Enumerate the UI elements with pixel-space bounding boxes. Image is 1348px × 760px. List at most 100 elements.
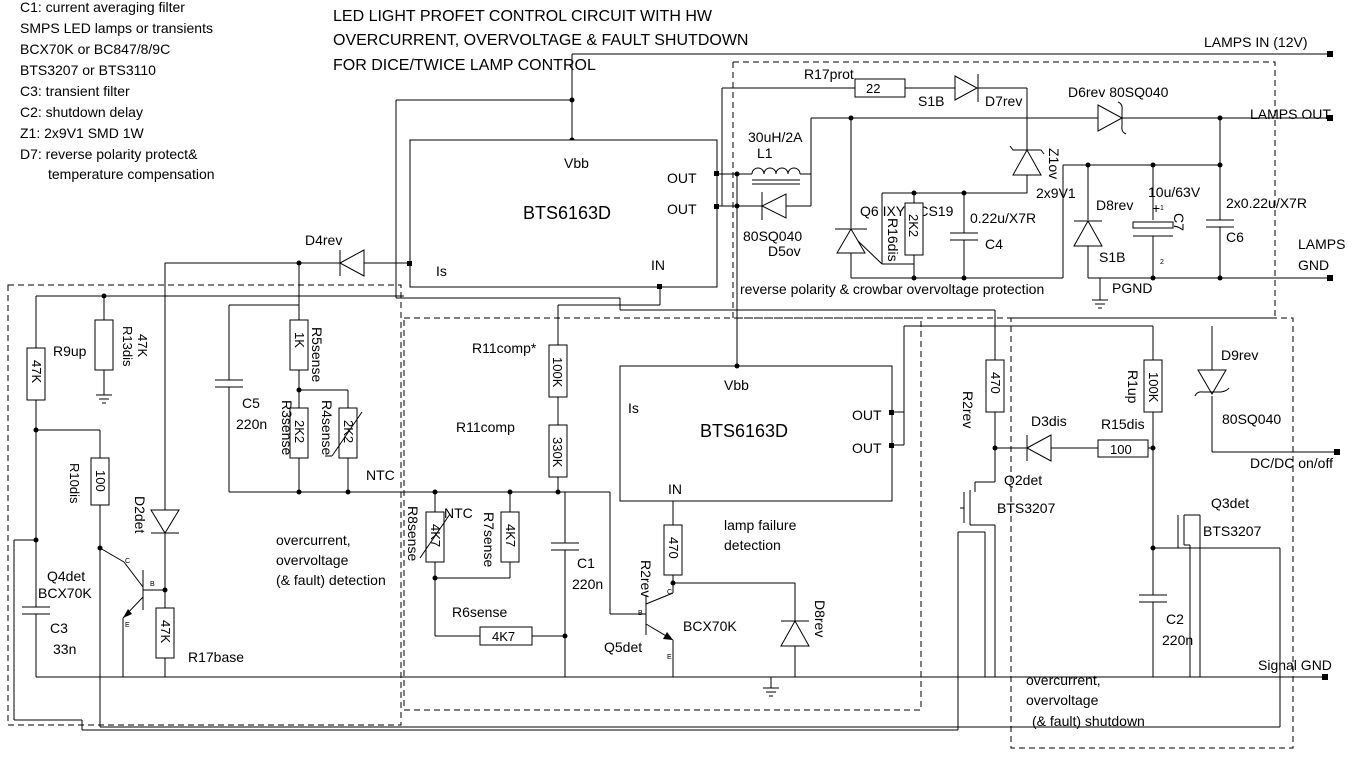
r3-name: R3sense	[279, 400, 295, 455]
r3-value: 2K2	[292, 420, 307, 443]
d9-value: 80SQ040	[1222, 411, 1281, 427]
r1up-name: R1up	[1125, 370, 1141, 404]
section-box-lamp-failure	[403, 317, 922, 711]
section-reverse-label: reverse polarity & crowbar overvoltage p…	[740, 281, 1044, 297]
q4-name: Q4det	[47, 568, 85, 584]
ic-top-in: IN	[651, 257, 665, 273]
diode-d8-right	[1073, 219, 1103, 278]
lamp-fail-text-2: detection	[724, 537, 781, 553]
c1-name: C1	[577, 555, 595, 571]
c6-name: C6	[1226, 229, 1244, 245]
q5-pin-b: B	[638, 610, 643, 617]
c5-name: C5	[242, 395, 260, 411]
r13-value: 47K	[135, 334, 150, 357]
c3-name: C3	[50, 620, 68, 636]
q3-name: Q3det	[1211, 495, 1249, 511]
r4-value: 2K2	[341, 420, 356, 443]
r4-name: R4sense	[319, 400, 335, 455]
note-line: SMPS LED lamps or transients	[20, 20, 213, 36]
r16-name: R16dis	[885, 218, 901, 262]
section-box-reverse	[732, 61, 1276, 319]
r8-value: 4K7	[428, 524, 443, 547]
r9-value: 47K	[29, 360, 44, 383]
c1-value: 220n	[572, 576, 603, 592]
capacitor-c7	[1132, 221, 1174, 229]
d8-right-name: D8rev	[1096, 197, 1133, 213]
c2-name: C2	[1166, 611, 1184, 627]
c6-value: 2x0.22u/X7R	[1226, 195, 1307, 211]
lamps-gnd-label-2: GND	[1298, 257, 1329, 273]
mosfet-q2det	[957, 481, 996, 730]
lamps-in-label: LAMPS IN (12V)	[1204, 34, 1307, 50]
d5-name: D5ov	[768, 243, 801, 259]
s1b-top-label: S1B	[918, 93, 944, 109]
r10-name: R10dis	[67, 463, 82, 504]
ic-top-name: BTS6163D	[523, 203, 611, 223]
transistor-q4	[99, 547, 165, 677]
d5-value: 80SQ040	[743, 228, 802, 244]
lamps-gnd-label-1: LAMPS	[1298, 236, 1345, 252]
ic-top-out2: OUT	[667, 201, 697, 217]
diode-d4	[338, 249, 365, 277]
ic-mid-name: BTS6163D	[700, 421, 788, 441]
d7-label: D7rev	[985, 93, 1022, 109]
title-line: FOR DICE/TWICE LAMP CONTROL	[333, 57, 596, 74]
l1-name: L1	[757, 145, 773, 161]
q4-pin-b: B	[150, 581, 155, 588]
diode-d6	[1097, 101, 1127, 135]
r5-name: R5sense	[309, 327, 325, 382]
q2-name: Q2det	[1004, 472, 1042, 488]
d3-label: D3dis	[1031, 413, 1067, 429]
ic-top-is: Is	[436, 263, 447, 279]
r11b-value: 330K	[550, 437, 565, 468]
diagram-title: LED LIGHT PROFET CONTROL CIRCUIT WITH HW…	[333, 8, 748, 74]
resistor-r13dis	[94, 319, 114, 371]
diode-d9rev	[1194, 369, 1230, 397]
s1b-right-label: S1B	[1099, 249, 1125, 265]
title-line: OVERCURRENT, OVERVOLTAGE & FAULT SHUTDOW…	[333, 32, 748, 49]
detection-text-1: overcurrent,	[276, 532, 351, 548]
note-line: D7: reverse polarity protect&	[20, 146, 198, 162]
diode-d2det	[150, 509, 180, 534]
ic-top-vbb: Vbb	[564, 155, 589, 171]
detection-text-3: (& fault) detection	[276, 572, 386, 588]
r6-name: R6sense	[452, 604, 507, 620]
lamps-out-label: LAMPS OUT	[1250, 106, 1331, 122]
note-line: C1: current averaging filter	[20, 0, 185, 15]
note-line: BTS3207 or BTS3110	[20, 62, 156, 78]
lamps-in-terminal	[1327, 51, 1333, 57]
r8-name: R8sense	[405, 506, 421, 561]
c4-value: 0.22u/X7R	[970, 210, 1036, 226]
ic-mid-bts6163d: BTS6163D Vbb OUT OUT Is IN	[619, 365, 894, 502]
inductor-l1	[737, 167, 811, 185]
r2rev-right-name: R2rev	[960, 391, 976, 428]
dcdc-label: DC/DC on/off	[1250, 455, 1333, 471]
q5-pin-e: E	[667, 654, 672, 661]
r9-name: R9up	[53, 343, 87, 359]
note-line: C2: shutdown delay	[20, 104, 143, 120]
c7-name: C7	[1171, 213, 1187, 231]
note-line: BCX70K or BC847/8/9C	[20, 41, 170, 57]
c7-pin2: 2	[1160, 259, 1164, 266]
r11a-name: R11comp*	[472, 340, 537, 356]
q5-pin-c: C	[667, 589, 672, 596]
q5-name: Q5det	[604, 639, 642, 655]
pgnd-label: PGND	[1112, 280, 1152, 296]
ntc1-label: NTC	[366, 467, 395, 483]
d2-label: D2det	[132, 496, 148, 533]
signal-gnd-label: Signal GND	[1258, 657, 1332, 673]
r11a-value: 100K	[550, 357, 565, 388]
c7-value: 10u/63V	[1148, 184, 1201, 200]
r2rev-mid-value: 470	[666, 537, 681, 559]
d8-mid-label: D8rev	[812, 600, 828, 637]
diode-d3dis	[1025, 434, 1052, 462]
ic-mid-out1: OUT	[852, 407, 882, 423]
r15-name: R15dis	[1101, 416, 1145, 432]
r16-value: 2K2	[906, 214, 921, 237]
ic-mid-out2: OUT	[852, 440, 882, 456]
ic-mid-vbb: Vbb	[724, 377, 749, 393]
q5-type: BCX70K	[683, 618, 737, 634]
c5-value: 220n	[236, 416, 267, 432]
section-box-detection	[7, 284, 402, 726]
